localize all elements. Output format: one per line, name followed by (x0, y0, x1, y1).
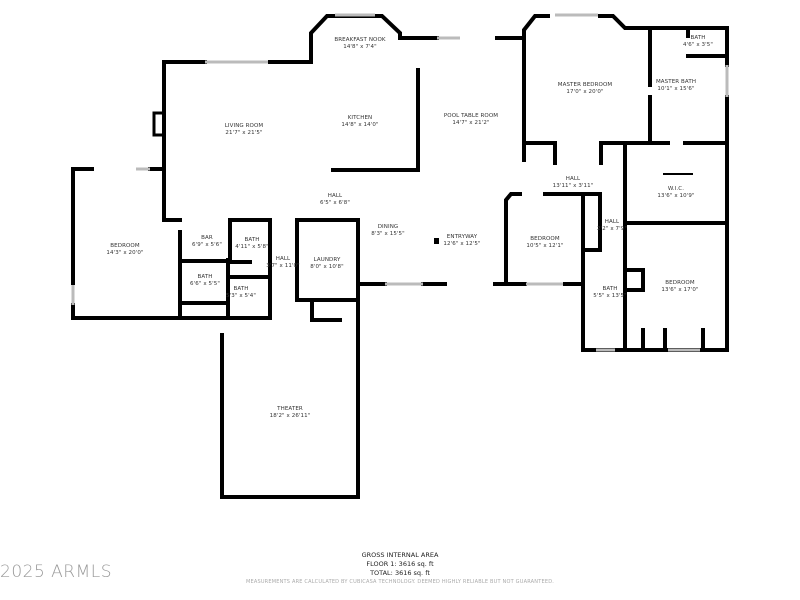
wall-kitchen (331, 68, 420, 172)
room-dimensions: 4'11" x 5'8" (235, 243, 269, 250)
entry-post (434, 238, 439, 244)
room-dimensions: 13'6" x 17'0" (661, 286, 699, 293)
room-dimensions: 6'9" x 5'6" (192, 241, 222, 248)
room-name: HALL (327, 193, 343, 199)
wall-bath-lower (581, 248, 729, 352)
room-name: LAUNDRY (313, 257, 341, 263)
wall-bar (178, 230, 230, 320)
room-dimensions: 2'2" x 7'9" (597, 225, 627, 232)
area-title: GROSS INTERNAL AREA (361, 551, 439, 559)
room-name: BATH (233, 286, 249, 292)
room-name: BEDROOM (665, 280, 695, 286)
area-total: TOTAL: 3616 sq. ft (370, 569, 430, 577)
room-dimensions: 5'3" x 5'4" (226, 292, 256, 299)
wall-theater (220, 282, 360, 499)
room-dimensions: 14'8" x 14'0" (341, 121, 379, 128)
room-dimensions: 18'2" x 26'11" (269, 412, 311, 419)
room-name: THEATER (277, 406, 303, 412)
room-name: HALL (565, 176, 581, 182)
room-name: LIVING ROOM (224, 123, 264, 129)
room-name: MASTER BEDROOM (557, 82, 613, 88)
room-name: BEDROOM (110, 243, 140, 249)
room-name: BATH (197, 274, 213, 280)
room-dimensions: 8'0" x 10'8" (310, 263, 344, 270)
room-name: KITCHEN (347, 115, 373, 121)
room-dimensions: 10'1" x 15'6" (657, 85, 695, 92)
wall-master-bottom (522, 141, 729, 165)
room-name: BEDROOM (530, 236, 560, 242)
room-name: POOL TABLE ROOM (443, 113, 499, 119)
room-name: BATH (244, 237, 260, 243)
room-dimensions: 6'5" x 6'8" (320, 199, 350, 206)
room-dimensions: 5'5" x 13'5" (593, 292, 627, 299)
room-dimensions: 14'3" x 20'0" (106, 249, 144, 256)
room-name: DINING (377, 224, 399, 230)
wall-living-left (162, 60, 182, 222)
room-dimensions: 3'7" x 11'0" (266, 262, 300, 269)
area-floor: FLOOR 1: 3616 sq. ft (366, 560, 434, 568)
room-label: W.I.C.13'6" x 10'9" (657, 186, 694, 199)
fireplace (152, 111, 166, 137)
wall-bedroom-left (71, 167, 272, 320)
disclaimer: MEASUREMENTS ARE CALCULATED BY CUBICASA … (245, 579, 555, 585)
room-name: BATH (690, 35, 706, 41)
room-dimensions: 13'6" x 10'9" (657, 192, 695, 199)
watermark: 2025 ARMLS (0, 562, 113, 582)
room-dimensions: 10'5" x 12'1" (526, 242, 564, 249)
wall-bath-1 (226, 218, 272, 320)
room-dimensions: 8'3" x 15'5" (371, 230, 405, 237)
room-name: BAR (201, 235, 213, 241)
room-name: MASTER BATH (655, 79, 697, 85)
room-name: BREAKFAST NOOK (334, 37, 386, 43)
room-dimensions: 13'11" x 3'11" (552, 182, 594, 189)
room-dimensions: 14'7" x 21'2" (452, 119, 490, 126)
room-dimensions: 12'6" x 12'5" (443, 240, 481, 247)
room-dimensions: 17'0" x 20'0" (566, 88, 604, 95)
room-name: ENTRYWAY (446, 234, 478, 240)
wall-breakfast-nook (309, 14, 524, 64)
room-name: HALL (275, 256, 291, 262)
room-dimensions: 21'7" x 21'5" (225, 129, 263, 136)
area-summary: GROSS INTERNAL AREA FLOOR 1: 3616 sq. ft… (362, 551, 439, 578)
room-name: BATH (602, 286, 618, 292)
wall-wic (623, 141, 729, 225)
room-dimensions: 14'8" x 7'4" (343, 43, 377, 50)
wall-hall-lower (581, 192, 627, 352)
room-name: W.I.C. (667, 186, 685, 192)
wall-master-bath (648, 28, 729, 145)
wall-laundry (295, 218, 360, 322)
room-name: HALL (604, 219, 620, 225)
room-dimensions: 6'6" x 5'5" (190, 280, 220, 287)
room-dimensions: 4'6" x 3'5" (683, 41, 713, 48)
